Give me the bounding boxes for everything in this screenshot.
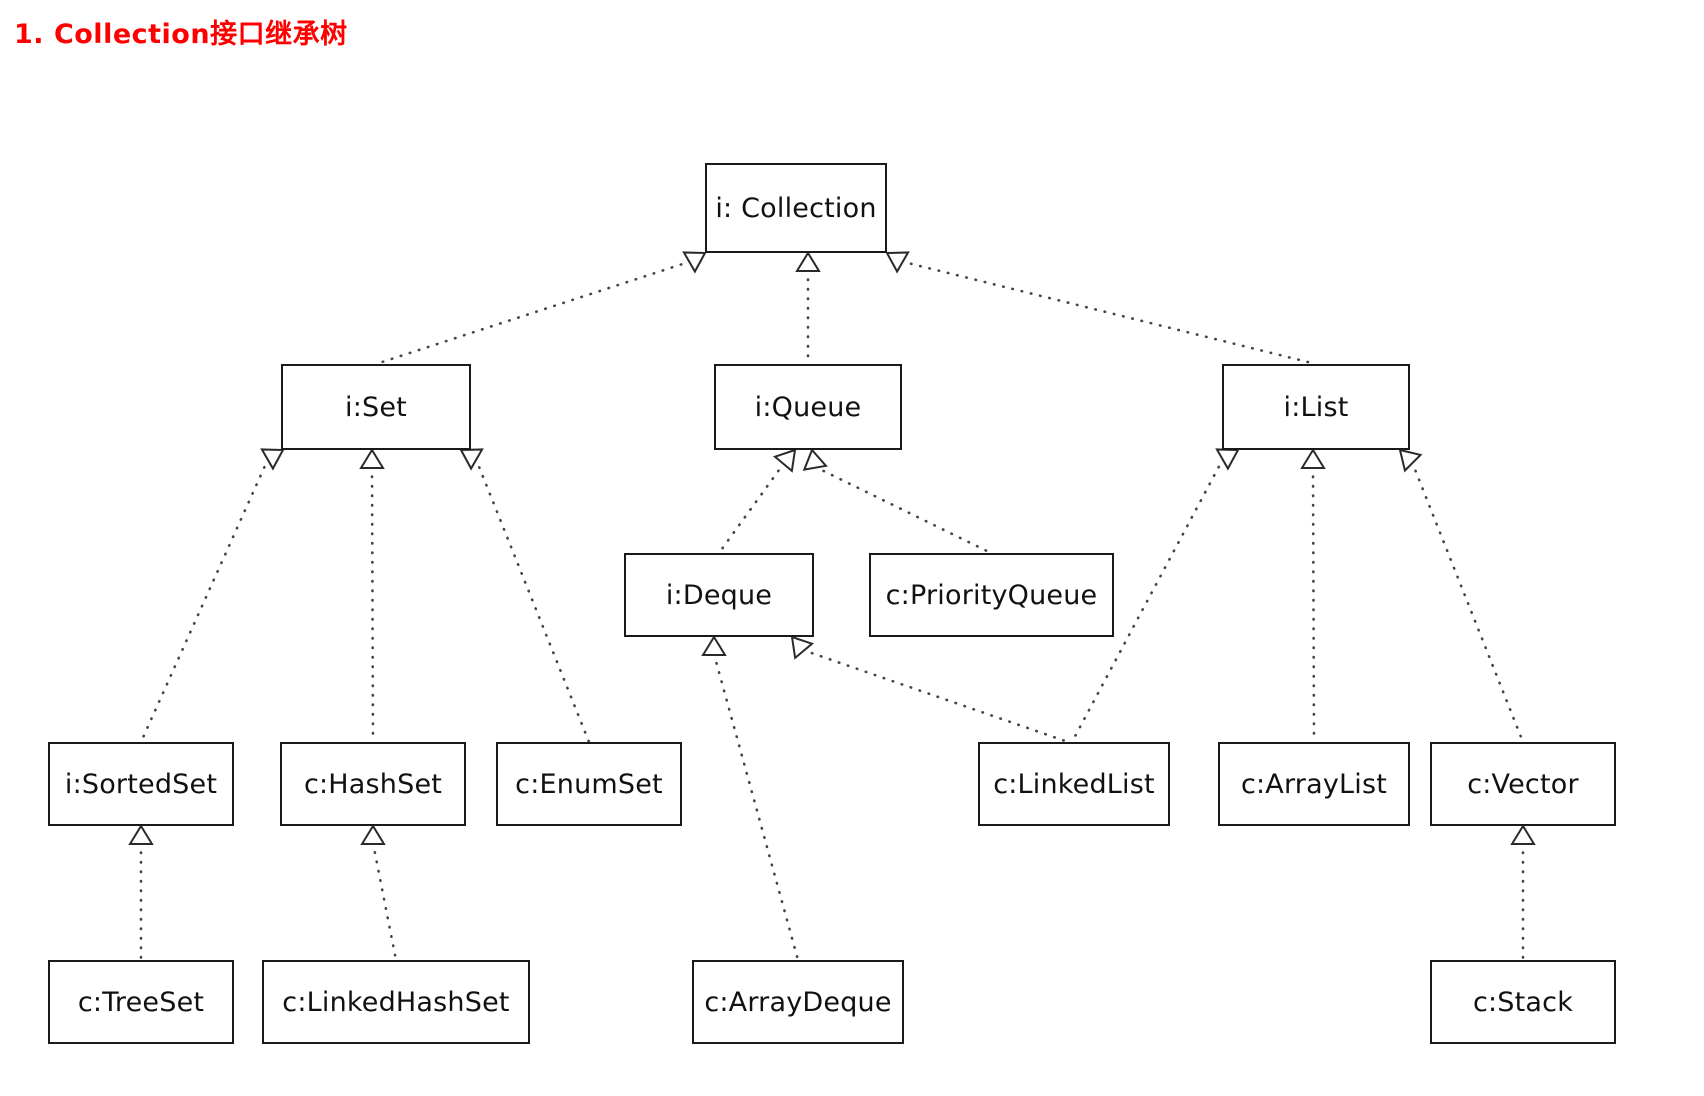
uml-node-set[interactable]: i:Set	[281, 364, 471, 450]
uml-node-vector[interactable]: c:Vector	[1430, 742, 1616, 826]
uml-node-priorityqueue[interactable]: c:PriorityQueue	[869, 553, 1114, 637]
uml-node-label: c:PriorityQueue	[885, 579, 1098, 611]
uml-node-hashset[interactable]: c:HashSet	[280, 742, 466, 826]
uml-node-linkedhashset[interactable]: c:LinkedHashSet	[262, 960, 530, 1044]
generalization-edge-list-to-collection	[885, 251, 1318, 366]
uml-node-queue[interactable]: i:Queue	[714, 364, 902, 450]
uml-node-label: c:LinkedHashSet	[282, 986, 510, 1018]
uml-node-deque[interactable]: i:Deque	[624, 553, 814, 637]
uml-node-label: i:SortedSet	[64, 768, 218, 800]
uml-node-label: c:TreeSet	[77, 986, 205, 1018]
generalization-edge-hashset-to-set	[359, 448, 385, 744]
generalization-edge-priorityqueue-to-queue	[802, 448, 993, 555]
uml-node-sortedset[interactable]: i:SortedSet	[48, 742, 234, 826]
connector-line	[474, 457, 591, 744]
generalization-edge-set-to-collection	[374, 251, 707, 366]
generalization-edge-queue-to-collection	[795, 251, 821, 366]
generalization-edge-stack-to-vector	[1510, 824, 1536, 962]
connector-line	[1410, 460, 1525, 744]
inheritance-arrowhead-icon	[885, 251, 910, 274]
uml-node-arraydeque[interactable]: c:ArrayDeque	[692, 960, 904, 1044]
inheritance-arrowhead-icon	[1300, 448, 1326, 469]
uml-node-label: c:Vector	[1467, 768, 1579, 800]
generalization-edge-deque-to-queue	[717, 448, 797, 555]
uml-node-stack[interactable]: c:Stack	[1430, 960, 1616, 1044]
uml-node-label: c:LinkedList	[993, 768, 1155, 800]
uml-node-label: i:List	[1283, 391, 1349, 423]
connector-line	[374, 260, 692, 366]
connector-line	[813, 465, 993, 555]
connector-line	[801, 648, 1070, 744]
uml-node-collection[interactable]: i: Collection	[705, 163, 887, 253]
inheritance-arrowhead-icon	[359, 448, 385, 469]
generalization-edge-arraydeque-to-deque	[701, 635, 800, 962]
generalization-edge-sortedset-to-set	[139, 448, 285, 744]
uml-node-list[interactable]: i:List	[1222, 364, 1410, 450]
generalization-edge-vector-to-list	[1398, 448, 1525, 744]
inheritance-arrowhead-icon	[701, 635, 727, 656]
connector-line	[712, 652, 800, 962]
inheritance-arrowhead-icon	[1510, 824, 1536, 845]
inheritance-arrowhead-icon	[790, 635, 815, 660]
inheritance-arrowhead-icon	[459, 448, 484, 471]
connector-line	[1070, 457, 1225, 744]
uml-node-label: i:Set	[345, 391, 407, 423]
generalization-edge-treeset-to-sortedset	[128, 824, 154, 962]
generalization-edge-enumset-to-set	[459, 448, 591, 744]
uml-node-treeset[interactable]: c:TreeSet	[48, 960, 234, 1044]
uml-node-label: c:EnumSet	[515, 768, 663, 800]
uml-node-label: i:Queue	[754, 391, 862, 423]
uml-node-label: i:Deque	[665, 579, 773, 611]
uml-node-label: c:Stack	[1472, 986, 1574, 1018]
inheritance-arrowhead-icon	[260, 448, 285, 471]
uml-node-enumset[interactable]: c:EnumSet	[496, 742, 682, 826]
connector-line	[717, 461, 786, 555]
inheritance-arrowhead-icon	[802, 448, 828, 471]
inheritance-arrowhead-icon	[795, 251, 821, 272]
uml-node-linkedlist[interactable]: c:LinkedList	[978, 742, 1170, 826]
connector-line	[139, 457, 270, 744]
uml-node-arraylist[interactable]: c:ArrayList	[1218, 742, 1410, 826]
inheritance-arrowhead-icon	[1398, 448, 1423, 473]
inheritance-arrowhead-icon	[682, 251, 707, 274]
inheritance-arrowhead-icon	[772, 448, 797, 473]
uml-node-label: c:ArrayList	[1240, 768, 1388, 800]
generalization-edge-linkedhashset-to-hashset	[360, 824, 398, 962]
connector-line	[371, 841, 398, 962]
inheritance-arrowhead-icon	[360, 824, 386, 845]
connector-line	[370, 465, 375, 744]
generalization-edge-arraylist-to-list	[1300, 448, 1326, 744]
uml-node-label: i: Collection	[715, 192, 877, 224]
connector-line	[900, 260, 1318, 366]
connector-line	[1311, 465, 1316, 744]
uml-node-label: c:ArrayDeque	[704, 986, 892, 1018]
generalization-edge-linkedlist-to-deque	[790, 635, 1070, 744]
page-title: 1. Collection接口继承树	[14, 19, 348, 50]
uml-node-label: c:HashSet	[303, 768, 443, 800]
inheritance-arrowhead-icon	[128, 824, 154, 845]
